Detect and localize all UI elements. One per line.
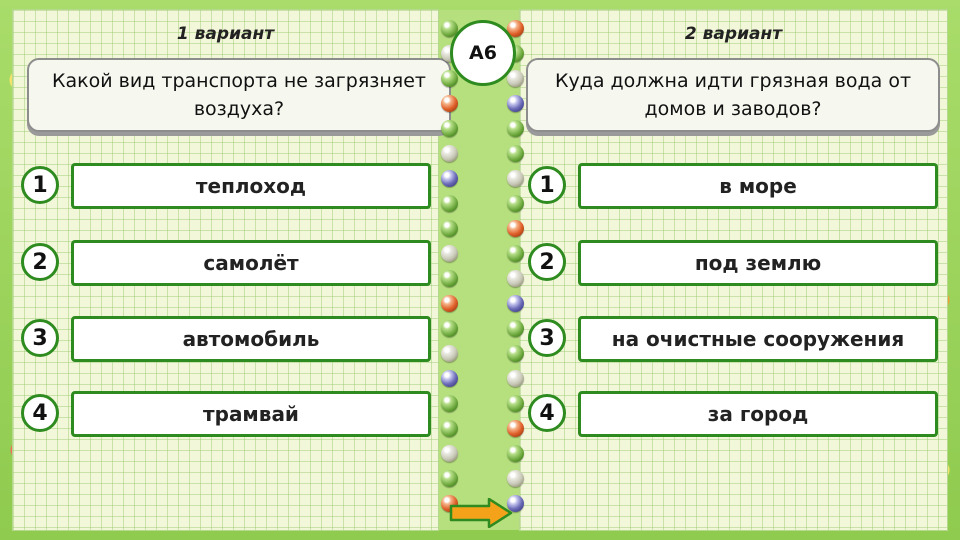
variant-2-answer-4[interactable]: 4 за город: [520, 391, 947, 437]
bead: [441, 170, 458, 187]
answer-number[interactable]: 4: [21, 394, 59, 432]
bead: [441, 320, 458, 337]
variant-1-answer-3[interactable]: 3 автомобиль: [13, 316, 438, 362]
answer-option[interactable]: автомобиль: [71, 316, 431, 362]
bead-string-left: [440, 20, 460, 530]
bead: [507, 370, 524, 387]
variant-2-answer-2[interactable]: 2 под землю: [520, 240, 947, 286]
bead: [441, 245, 458, 262]
answer-option[interactable]: трамвай: [71, 391, 431, 437]
bead: [507, 395, 524, 412]
bead: [507, 420, 524, 437]
answer-number[interactable]: 3: [21, 319, 59, 357]
bead-string-right: [506, 20, 526, 530]
bead: [507, 170, 524, 187]
answer-number[interactable]: 4: [528, 394, 566, 432]
answer-number[interactable]: 2: [21, 243, 59, 281]
answer-number[interactable]: 2: [528, 243, 566, 281]
bead: [441, 95, 458, 112]
variant-1-question: Какой вид транспорта не загрязняет возду…: [27, 58, 451, 132]
answer-option[interactable]: под землю: [578, 240, 938, 286]
bead: [441, 20, 458, 37]
bead: [507, 245, 524, 262]
answer-option[interactable]: в море: [578, 163, 938, 209]
arrow-right-icon[interactable]: [449, 498, 513, 528]
answer-option[interactable]: за город: [578, 391, 938, 437]
answer-option[interactable]: на очистные сооружения: [578, 316, 938, 362]
variant-2-question: Куда должна идти грязная вода от домов и…: [526, 58, 940, 132]
variant-2-answer-1[interactable]: 1 в море: [520, 163, 947, 209]
variant-1-title: 1 вариант: [176, 24, 275, 44]
bead: [507, 345, 524, 362]
bead: [507, 95, 524, 112]
answer-number[interactable]: 3: [528, 319, 566, 357]
bead: [441, 195, 458, 212]
bead: [441, 445, 458, 462]
answer-option[interactable]: самолёт: [71, 240, 431, 286]
bead: [507, 195, 524, 212]
answer-number[interactable]: 1: [528, 166, 566, 204]
answer-number[interactable]: 1: [21, 166, 59, 204]
bead: [507, 470, 524, 487]
bead: [441, 70, 458, 87]
variant-2-answer-3[interactable]: 3 на очистные сооружения: [520, 316, 947, 362]
bead: [507, 270, 524, 287]
bead: [441, 370, 458, 387]
bead: [507, 20, 524, 37]
bead: [441, 120, 458, 137]
bead: [441, 270, 458, 287]
variant-1-answer-1[interactable]: 1 теплоход: [13, 163, 438, 209]
bead: [441, 420, 458, 437]
bead: [441, 145, 458, 162]
question-number-badge: А6: [450, 20, 516, 86]
bead: [507, 220, 524, 237]
variant-1-panel: 1 вариант Какой вид транспорта не загряз…: [13, 10, 451, 530]
variant-2-panel: 2 вариант Куда должна идти грязная вода …: [520, 10, 947, 530]
variant-1-answer-2[interactable]: 2 самолёт: [13, 240, 438, 286]
bead: [507, 70, 524, 87]
bead: [507, 145, 524, 162]
variant-1-answer-4[interactable]: 4 трамвай: [13, 391, 438, 437]
bead: [507, 495, 524, 512]
bead: [441, 220, 458, 237]
answer-option[interactable]: теплоход: [71, 163, 431, 209]
bead: [507, 295, 524, 312]
bead: [441, 470, 458, 487]
bead: [441, 395, 458, 412]
bead: [441, 295, 458, 312]
bead: [507, 445, 524, 462]
variant-2-title: 2 вариант: [684, 24, 783, 44]
bead: [507, 320, 524, 337]
bead: [507, 120, 524, 137]
bead: [441, 345, 458, 362]
